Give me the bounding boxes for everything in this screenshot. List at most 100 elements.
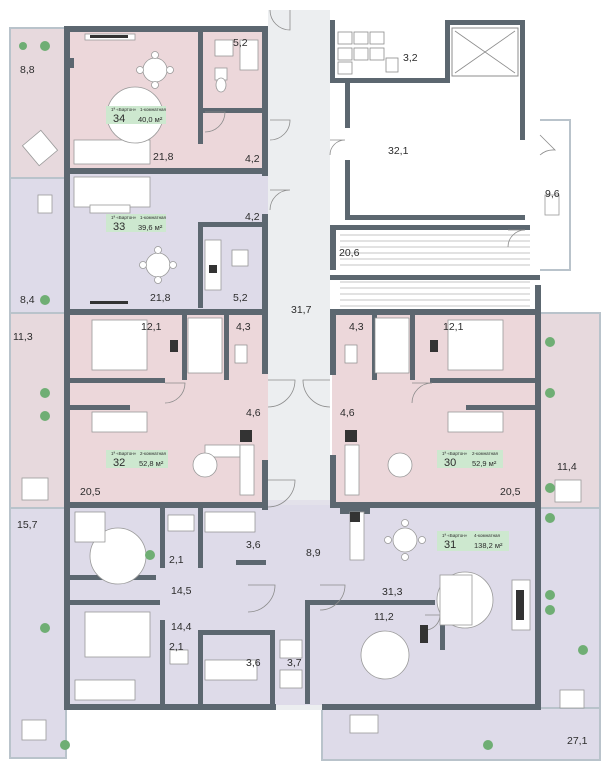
wall	[330, 502, 540, 508]
room-area-label: 3,7	[287, 657, 302, 669]
unit-tag-33: 1ª «Бартон» 1-комнатная 33 39,6 м²	[106, 214, 167, 233]
wall	[322, 704, 540, 710]
wall	[160, 508, 165, 568]
wall	[330, 225, 530, 230]
wall	[70, 600, 160, 605]
wall	[198, 32, 203, 144]
furniture	[21, 33, 585, 741]
svg-text:2-комнатная: 2-комнатная	[472, 451, 499, 456]
room-area-label: 4,6	[340, 407, 355, 419]
wall	[262, 460, 268, 510]
room-area-label: 8,4	[20, 294, 35, 306]
svg-text:1ª «Бартон»: 1ª «Бартон»	[442, 533, 468, 538]
svg-text:1-комнатная: 1-комнатная	[140, 215, 167, 220]
room-area-label: 5,2	[233, 292, 248, 304]
wall	[345, 160, 350, 220]
room-area-label: 8,9	[306, 547, 321, 559]
wall	[198, 508, 203, 568]
room-area-label: 8,8	[20, 64, 35, 76]
wall	[330, 315, 336, 375]
staircase-steps	[340, 234, 530, 307]
room-area-label: 12,1	[443, 321, 464, 333]
svg-text:2-комнатная: 2-комнатная	[140, 451, 167, 456]
room-area-label: 11,4	[557, 461, 577, 473]
doors	[164, 9, 557, 631]
wall	[330, 309, 540, 315]
svg-text:34: 34	[113, 113, 125, 125]
wall	[198, 630, 203, 704]
wall	[224, 315, 229, 380]
room-area-label: 31,7	[291, 304, 312, 316]
svg-text:52,9 м²: 52,9 м²	[472, 459, 497, 468]
room-area-label: 4,3	[349, 321, 364, 333]
room-area-label: 4,6	[246, 407, 261, 419]
room-area-label: 4,2	[245, 153, 260, 165]
wall	[203, 222, 263, 227]
wall	[466, 405, 538, 410]
room-area-label: 2,1	[169, 554, 184, 566]
wall	[345, 215, 525, 220]
room-area-label: 3,6	[246, 539, 261, 551]
wall	[410, 315, 415, 380]
room-area-label: 12,1	[141, 321, 162, 333]
wall	[236, 560, 266, 565]
wall	[305, 600, 310, 704]
room-area-label: 5,2	[233, 37, 248, 49]
stairs	[337, 27, 530, 307]
room-area-label: 14,4	[171, 621, 192, 633]
wall	[445, 20, 450, 80]
wall	[270, 630, 275, 704]
wall	[64, 168, 268, 174]
wall	[330, 275, 540, 280]
wall	[330, 78, 450, 83]
wall	[520, 20, 525, 80]
wall	[198, 222, 203, 308]
room-area-label: 3,2	[403, 52, 418, 64]
svg-text:1-комнатная: 1-комнатная	[140, 107, 167, 112]
room-area-label: 2,1	[169, 641, 184, 653]
svg-text:52,8 м²: 52,8 м²	[139, 459, 164, 468]
wall	[535, 285, 541, 710]
svg-text:40,0 м²: 40,0 м²	[138, 115, 163, 124]
svg-text:1ª «Бартон»: 1ª «Бартон»	[111, 451, 137, 456]
wall	[520, 80, 525, 140]
wall	[203, 108, 263, 113]
room-area-label: 3,6	[246, 657, 261, 669]
wall	[372, 315, 377, 380]
wall	[430, 378, 538, 383]
svg-text:1ª «Бартон»: 1ª «Бартон»	[111, 107, 137, 112]
wall	[305, 600, 435, 605]
svg-text:33: 33	[113, 221, 125, 233]
room-area-label: 20,5	[80, 486, 101, 498]
unit-tag-32: 1ª «Бартон» 2-комнатная 32 52,8 м²	[106, 450, 168, 469]
room-area-label: 20,6	[339, 247, 360, 259]
wall	[70, 405, 130, 410]
walls	[64, 20, 541, 710]
room-area-label: 27,1	[567, 735, 588, 747]
wall	[330, 20, 335, 80]
room-area-label: 9,6	[545, 188, 560, 200]
wall	[330, 455, 336, 505]
svg-text:32: 32	[113, 457, 125, 469]
unit-tag-30: 1ª «Бартон» 2-комнатная 30 52,9 м²	[437, 450, 503, 469]
room-area-label: 20,5	[500, 486, 521, 498]
wall	[262, 26, 268, 176]
wall	[182, 315, 187, 380]
room-labels: 8,8 5,2 3,2 21,8 4,2 32,1 9,6 4,2 20,6 2…	[13, 37, 588, 747]
room-area-label: 4,2	[245, 211, 260, 223]
wall	[330, 230, 336, 270]
wall	[64, 309, 268, 315]
svg-text:4-комнатная: 4-комнатная	[474, 533, 501, 538]
wall	[445, 20, 525, 25]
svg-text:30: 30	[444, 457, 456, 469]
room-area-label: 31,3	[382, 586, 403, 598]
room-area-label: 4,3	[236, 321, 251, 333]
wall	[64, 502, 268, 508]
room-area-label: 21,8	[153, 151, 174, 163]
wall	[64, 58, 74, 68]
wall	[345, 83, 350, 128]
svg-text:39,6 м²: 39,6 м²	[138, 223, 163, 232]
svg-text:1ª «Бартон»: 1ª «Бартон»	[442, 451, 468, 456]
room-area-label: 14,5	[171, 585, 192, 597]
